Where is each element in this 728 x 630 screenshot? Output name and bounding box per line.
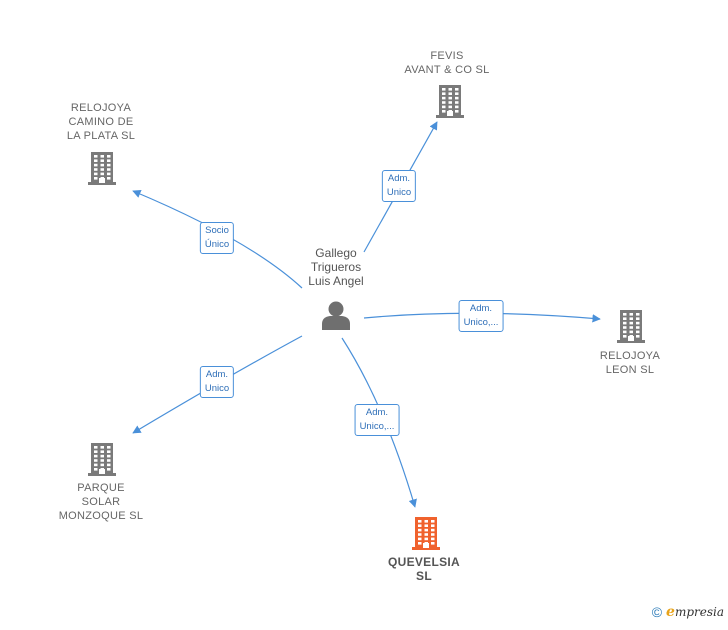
company-name-line: MONZOQUE SL xyxy=(58,510,144,522)
building-icon[interactable] xyxy=(410,516,442,550)
relation-text: Unico xyxy=(204,383,230,394)
building-icon[interactable] xyxy=(434,84,466,118)
person-name[interactable]: Gallego Trigueros Luis Angel xyxy=(308,246,363,288)
company-name-line: RELOJOYA xyxy=(599,350,661,362)
brand-name: mpresia xyxy=(674,605,724,619)
building-icon[interactable] xyxy=(86,442,118,476)
company-label-fevis[interactable]: FEVIS AVANT & CO SL xyxy=(404,49,489,77)
company-name-line: FEVIS xyxy=(430,50,464,62)
person-name-line: Gallego xyxy=(315,246,357,260)
relation-text: Adm. xyxy=(469,303,493,314)
company-label-relojoya-leon[interactable]: RELOJOYA LEON SL xyxy=(600,349,660,377)
company-name-line: SL xyxy=(416,569,432,583)
company-name-line: RELOJOYA xyxy=(70,102,132,114)
relation-text: Unico,... xyxy=(359,421,395,432)
relation-text: Socio xyxy=(205,225,229,236)
brand-initial: e xyxy=(666,604,675,620)
person-name-line: Luis Angel xyxy=(308,274,364,288)
relation-text: Único xyxy=(204,239,230,250)
company-name-line: SOLAR xyxy=(81,496,121,508)
company-name-line: AVANT & CO SL xyxy=(404,64,490,76)
relation-label-parque-solar[interactable]: Adm. Unico xyxy=(199,366,235,398)
company-label-relojoya-camino[interactable]: RELOJOYA CAMINO DE LA PLATA SL xyxy=(67,101,135,143)
relation-label-fevis[interactable]: Adm. Unico xyxy=(381,170,417,202)
brand-footer[interactable]: © empresia xyxy=(652,604,724,620)
building-icon[interactable] xyxy=(86,151,118,185)
relation-label-relojoya-leon[interactable]: Adm. Unico,... xyxy=(458,300,504,332)
relation-label-relojoya-camino[interactable]: Socio Único xyxy=(199,222,235,254)
building-icon[interactable] xyxy=(615,309,647,343)
company-name-line: QUEVELSIA xyxy=(387,555,461,569)
relation-text: Adm. xyxy=(387,173,411,184)
relation-text: Unico xyxy=(386,187,412,198)
company-name-line: PARQUE xyxy=(77,482,125,494)
relation-text: Adm. xyxy=(365,407,389,418)
company-name-line: LA PLATA SL xyxy=(66,130,136,142)
relation-label-quevelsia[interactable]: Adm. Unico,... xyxy=(354,404,400,436)
relation-text: Unico,... xyxy=(463,317,499,328)
copyright-icon: © xyxy=(651,604,663,620)
relation-text: Adm. xyxy=(205,369,229,380)
person-icon[interactable] xyxy=(320,300,352,330)
company-label-quevelsia[interactable]: QUEVELSIA SL xyxy=(388,555,460,583)
brand-logo: empresia xyxy=(666,604,724,620)
company-name-line: LEON SL xyxy=(605,364,655,376)
company-label-parque-solar[interactable]: PARQUE SOLAR MONZOQUE SL xyxy=(59,481,144,523)
person-name-line: Trigueros xyxy=(310,260,362,274)
company-name-line: CAMINO DE xyxy=(68,116,134,128)
